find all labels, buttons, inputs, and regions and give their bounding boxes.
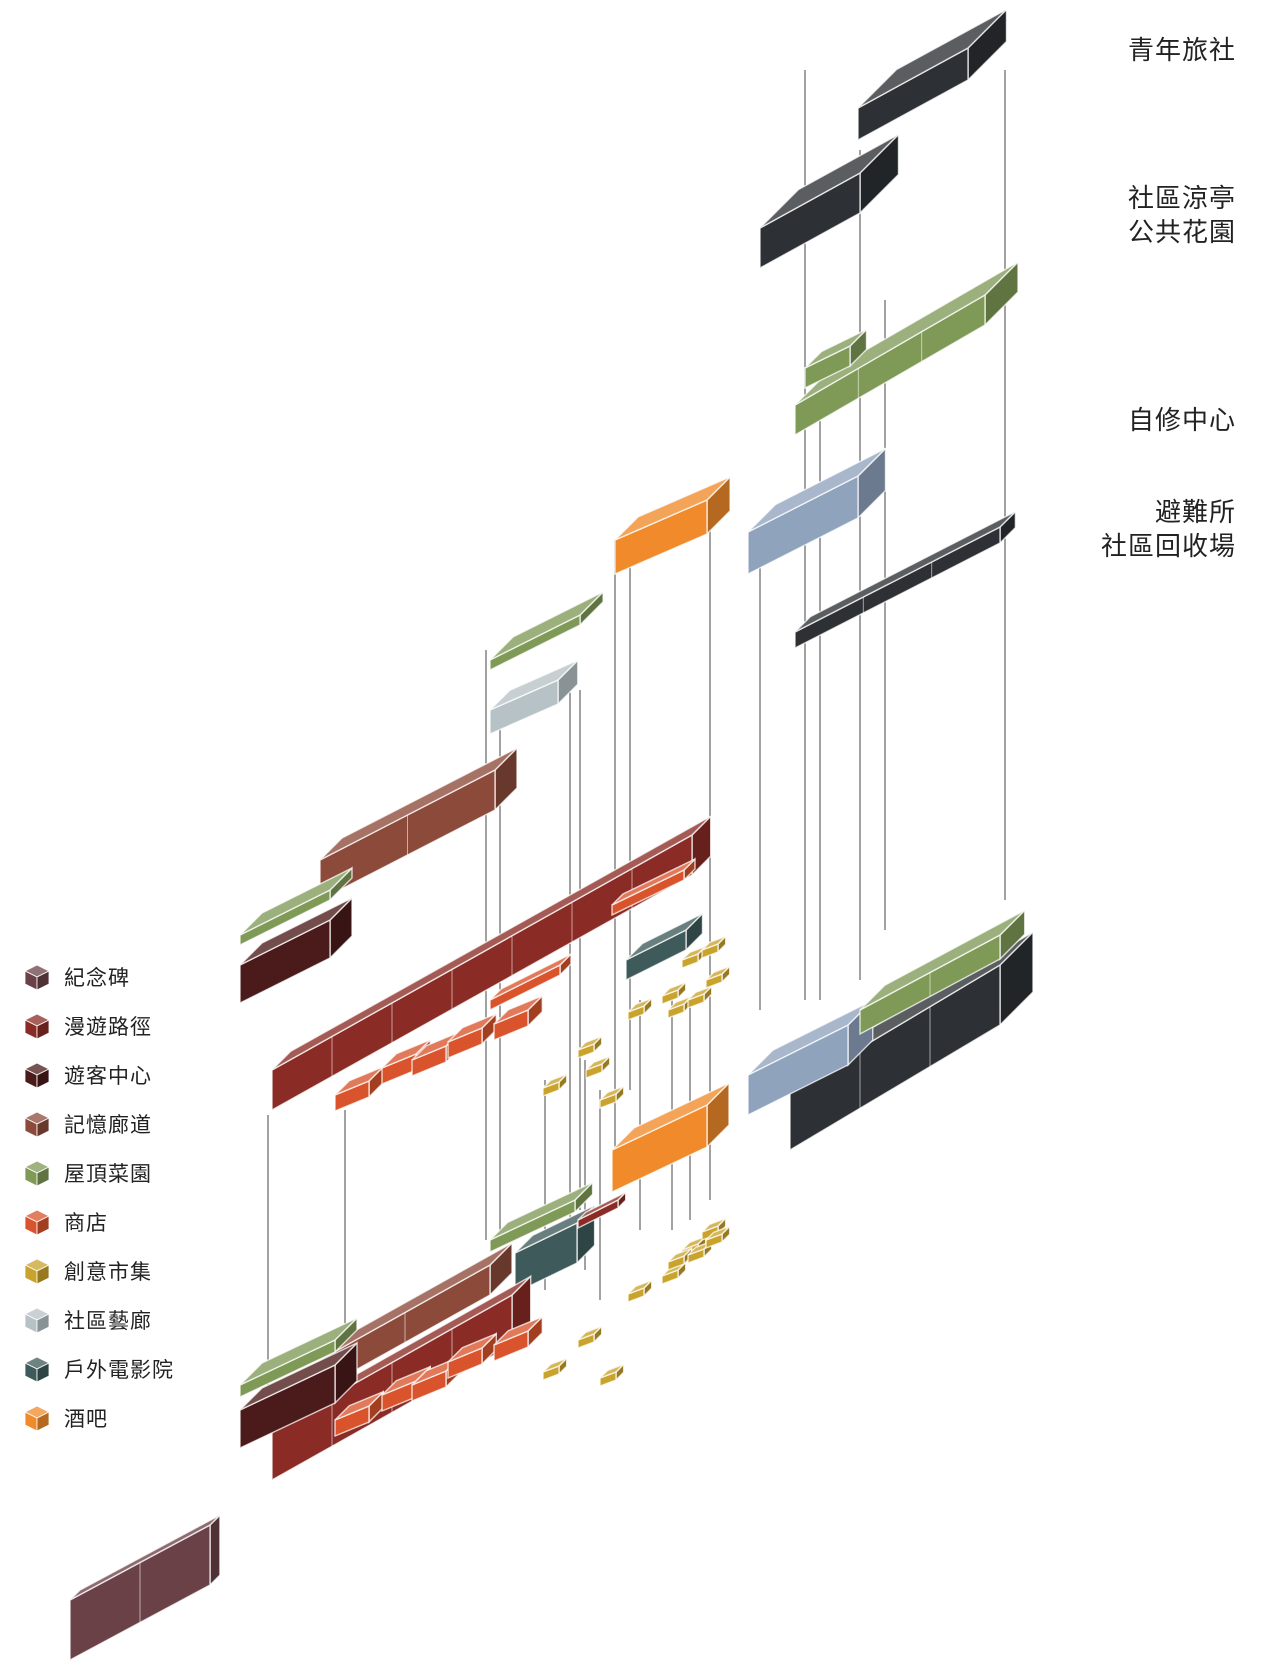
hostel-volume-upper — [857, 7, 1008, 142]
roof-garden-upper — [489, 590, 604, 672]
legend-label: 漫遊路徑 — [64, 1014, 152, 1039]
market-stall-lower — [577, 1324, 603, 1350]
market-stall-upper — [687, 984, 713, 1010]
roaming-path-upper — [271, 814, 712, 1112]
legend-item: 紀念碑 — [22, 952, 174, 1001]
legend-item: 記憶廊道 — [22, 1099, 174, 1148]
legend-label: 戶外電影院 — [64, 1357, 174, 1382]
label-shelter-line1: 避難所 — [1154, 498, 1236, 528]
cube-icon — [24, 1160, 50, 1187]
legend-label: 酒吧 — [64, 1406, 108, 1431]
legend-label: 商店 — [64, 1210, 108, 1235]
memory-corridor — [319, 746, 518, 902]
label-hostel: 青年旅社 — [1127, 36, 1236, 66]
label-study: 自修中心 — [1127, 406, 1236, 436]
recycle-bar — [794, 509, 1017, 650]
cube-icon — [24, 964, 50, 991]
cube-icon — [24, 1209, 50, 1236]
study-green-block — [804, 327, 868, 390]
market-stall-lower — [542, 1356, 568, 1382]
legend-item: 商店 — [22, 1197, 174, 1246]
shop-block-lower — [493, 1315, 543, 1363]
cube-icon — [24, 1405, 50, 1432]
market-stall-upper — [661, 980, 687, 1006]
legend-item: 酒吧 — [22, 1393, 174, 1442]
cube-icon — [24, 1356, 50, 1383]
label-shelter-line2: 社區回收場 — [1100, 532, 1236, 562]
study-lower-combined — [859, 908, 1026, 1036]
shop-strip-2 — [489, 952, 572, 1012]
cube-icon — [24, 1062, 50, 1089]
label-shelter: 避難所 社區回收場 — [1101, 496, 1236, 564]
shop-block-lower — [447, 1332, 497, 1380]
legend-label: 記憶廊道 — [64, 1112, 152, 1137]
market-stall-upper — [705, 964, 731, 990]
shelter-blue-volume — [747, 446, 887, 576]
legend-item: 遊客中心 — [22, 1050, 174, 1099]
market-stall-upper — [599, 1084, 625, 1110]
gallery-volume — [489, 658, 579, 736]
shop-block-upper — [493, 994, 543, 1042]
visitor-center — [239, 896, 353, 1005]
vertical-guide-lines — [267, 70, 1006, 1400]
bar-orange-lower — [611, 1081, 730, 1194]
legend-label: 創意市集 — [64, 1259, 152, 1284]
market-stall-upper — [577, 1034, 603, 1060]
market-stall-lower — [705, 1224, 731, 1250]
legend-item: 戶外電影院 — [22, 1344, 174, 1393]
legend-item: 屋頂菜園 — [22, 1148, 174, 1197]
label-pavilion-line1: 社區涼亭 — [1127, 184, 1236, 214]
roof-garden-lower-mid — [489, 1180, 594, 1254]
legend-item: 漫遊路徑 — [22, 1001, 174, 1050]
market-stall-upper — [701, 934, 727, 960]
market-stall-lower — [599, 1362, 625, 1388]
label-pavilion: 社區涼亭 公共花園 — [1128, 182, 1236, 250]
legend: 紀念碑 漫遊路徑 遊客中心 記憶廊道 屋頂菜園 商店 創意市集 社區藝廊 戶外電… — [22, 952, 174, 1442]
study-green-volume — [794, 260, 1019, 437]
cube-icon — [24, 1111, 50, 1138]
legend-label: 遊客中心 — [64, 1063, 152, 1088]
legend-item: 創意市集 — [22, 1246, 174, 1295]
roof-garden-left — [239, 866, 353, 947]
legend-label: 社區藝廊 — [64, 1308, 152, 1333]
legend-label: 屋頂菜園 — [64, 1161, 152, 1186]
market-stall-upper — [627, 996, 653, 1022]
shop-block-upper — [334, 1065, 384, 1113]
label-pavilion-line2: 公共花園 — [1127, 218, 1236, 248]
roof-garden-lower — [239, 1316, 358, 1399]
legend-label: 紀念碑 — [64, 965, 130, 990]
hostel-volume-lower — [759, 132, 900, 270]
cube-icon — [24, 1013, 50, 1040]
cube-icon — [24, 1258, 50, 1285]
shop-block-upper — [447, 1012, 497, 1060]
monument-slab — [69, 1513, 221, 1662]
cinema-volume — [625, 911, 704, 982]
market-stall-lower — [667, 1246, 693, 1272]
legend-item: 社區藝廊 — [22, 1295, 174, 1344]
market-stall-lower — [627, 1278, 653, 1304]
shop-strip-1 — [611, 857, 696, 917]
bar-orange-volume — [614, 475, 731, 576]
building-volumes — [69, 7, 1034, 1662]
visitor-center-lower — [239, 1341, 358, 1450]
roaming-path-link — [577, 1190, 627, 1230]
market-stall-upper — [585, 1054, 611, 1080]
market-stall-upper — [542, 1072, 568, 1098]
cube-icon — [24, 1307, 50, 1334]
